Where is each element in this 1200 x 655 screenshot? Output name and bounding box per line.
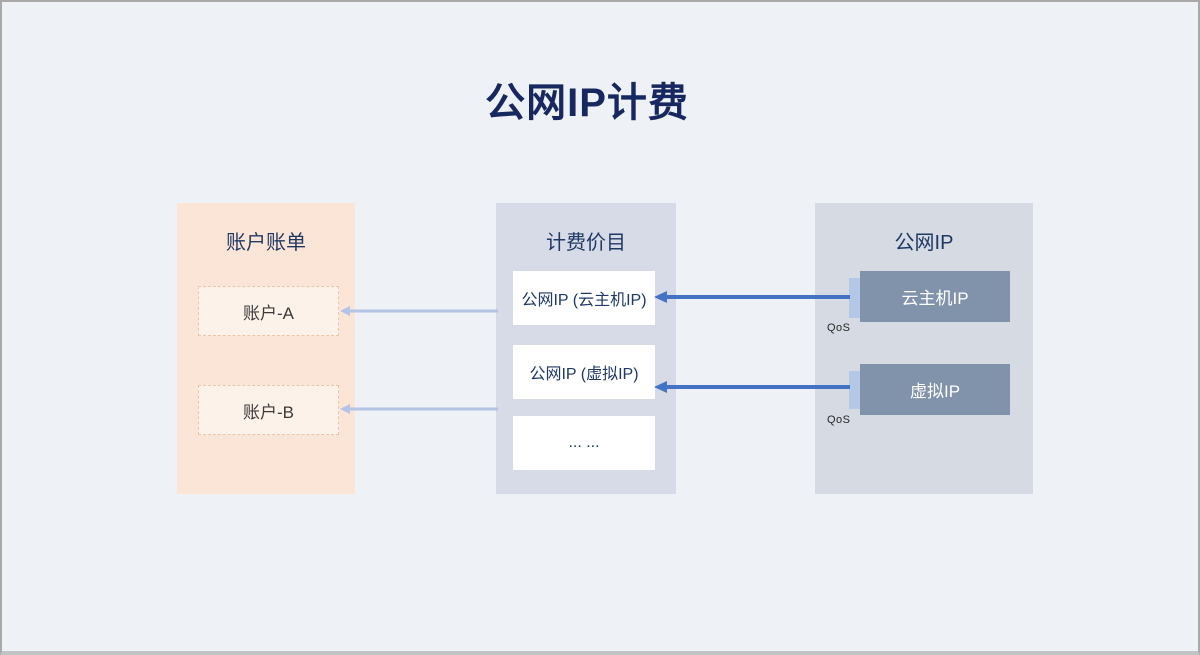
public-ip-panel: 公网IP 云主机IP QoS 虚拟IP QoS [815, 203, 1033, 494]
arrow-line [348, 309, 498, 313]
cloud-host-ip-node: 云主机IP [860, 271, 1010, 322]
arrow-virtual-ip-to-pricing [654, 381, 850, 393]
arrow-line [664, 385, 850, 389]
virtual-ip-node: 虚拟IP [860, 364, 1010, 415]
qos-tab-virtual-ip [849, 371, 861, 409]
arrow-line [348, 407, 498, 411]
price-item-ellipsis: ... ... [513, 416, 655, 470]
account-a-node: 账户-A [198, 286, 339, 336]
arrow-head-left-icon [654, 291, 667, 303]
public-ip-panel-title: 公网IP [894, 232, 954, 254]
arrow-head-left-icon [654, 381, 667, 393]
qos-tab-cloud-host-ip [849, 278, 861, 318]
account-bill-panel-title: 账户账单 [226, 232, 306, 254]
arrow-pricing-to-account-a [340, 305, 498, 317]
arrow-cloud-host-ip-to-pricing [654, 291, 850, 303]
price-item-public-ip-cloud-host: 公网IP (云主机IP) [513, 271, 655, 325]
diagram-title: 公网IP计费 [485, 81, 689, 125]
arrow-head-left-icon [340, 404, 350, 414]
arrow-head-left-icon [340, 306, 350, 316]
qos-label-virtual-ip: QoS [827, 414, 851, 426]
arrow-pricing-to-account-b [340, 403, 498, 415]
account-bill-panel: 账户账单 账户-A 账户-B [177, 203, 355, 494]
qos-label-cloud-host-ip: QoS [827, 322, 851, 334]
billing-price-panel: 计费价目 公网IP (云主机IP) 公网IP (虚拟IP) ... ... [496, 203, 676, 494]
arrow-line [664, 295, 850, 299]
price-item-public-ip-virtual: 公网IP (虚拟IP) [513, 345, 655, 399]
account-b-node: 账户-B [198, 385, 339, 435]
billing-price-panel-title: 计费价目 [546, 232, 626, 254]
